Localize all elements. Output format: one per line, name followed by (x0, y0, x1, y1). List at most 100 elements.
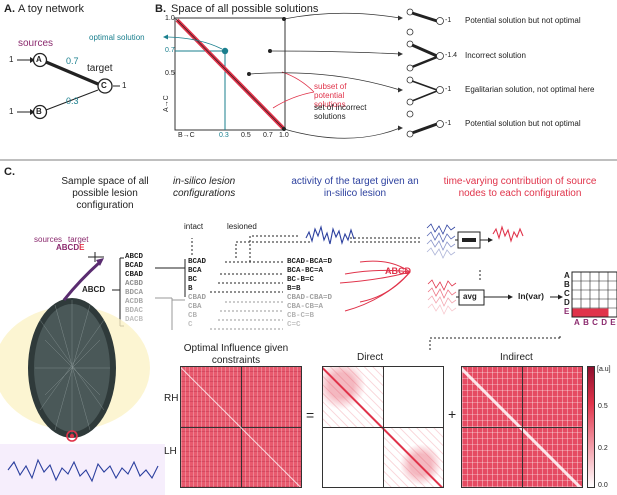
colorbar-tick-3: 0.0 (598, 482, 608, 489)
grid-row-labels: A B C D E (564, 271, 570, 316)
colorbar-tick-2: 0.2 (598, 445, 608, 452)
node-c (97, 78, 113, 94)
target-activity-trace (305, 224, 355, 245)
difference-item: CB-C=B (287, 312, 315, 320)
lesion-config-item: B (188, 285, 193, 293)
permutation-item: ABCD (125, 253, 144, 261)
y-axis-label: A→C (163, 95, 170, 112)
x-axis-label: B→C (178, 132, 195, 139)
option-network-2 (406, 40, 444, 72)
panel-a-letter: A. (4, 3, 15, 15)
permutation-item: ACBD (125, 280, 144, 288)
lh-label: LH (164, 446, 177, 457)
brain-network (0, 298, 150, 442)
node-a-label: A (36, 55, 42, 64)
difference-item: C=C (287, 321, 301, 329)
node-b-label: B (36, 107, 42, 116)
option-network-4 (406, 110, 444, 138)
node-a (32, 52, 48, 68)
panel-c-letter: C. (4, 166, 15, 178)
target-header-label: target (68, 235, 89, 244)
option-network-3 (406, 76, 444, 106)
incorrect-set-label: set of incorrect solutions (314, 103, 367, 121)
lesion-config-item: CB (188, 312, 198, 320)
lesion-tree (88, 235, 561, 350)
y-tick-2: 0.7 (165, 47, 175, 54)
colorbar-tick-1: 0.5 (598, 403, 608, 410)
colorbar (587, 366, 595, 488)
permutation-item: BDCA (125, 289, 144, 297)
toy-network (17, 52, 120, 120)
insilico-label: in-silico lesion configurations (173, 176, 236, 199)
y-tick-3: 0.5 (165, 70, 175, 77)
sample-space-label: Sample space of all possible lesion conf… (61, 176, 149, 211)
option-network-1 (406, 8, 444, 36)
brain-activity-trace (7, 458, 159, 483)
lesion-config-item: CBA (188, 303, 202, 311)
sources-header-label: sources (34, 235, 63, 244)
permutation-item: DACB (125, 316, 144, 324)
target-label: target (87, 63, 113, 74)
difference-list: BCAD-BCA=D BCA-BC=A BC-B=C B=B CBAD-CBA=… (287, 258, 332, 330)
sources-label: sources (18, 38, 54, 49)
option-2-value: -1.4 (445, 52, 458, 59)
permutation-list: ABCD BCAD CBAD ACBD BDCA ACDB BDAC DACB (125, 253, 143, 325)
stacked-contribution-traces (427, 279, 457, 315)
lesioned-label: lesioned (227, 222, 257, 231)
permutation-item: ACDB (125, 298, 144, 306)
stacked-activity-traces (426, 223, 456, 259)
intact-label: intact (184, 222, 204, 231)
permutation-item: BCAD (125, 262, 144, 270)
brain-arrow (62, 260, 102, 301)
lesion-config-list: BCAD BCA BC B CBAD CBA CB C (188, 258, 206, 330)
option-4-text: Potential solution but not optimal (465, 119, 581, 128)
node-b (32, 104, 48, 120)
abcd-label: ABCD (385, 266, 411, 276)
lesion-config-item: BCA (188, 267, 202, 275)
plus-sign: + (448, 406, 457, 422)
panel-b-title: Space of all possible solutions (171, 3, 319, 15)
x-tick-3: 0.7 (263, 132, 273, 139)
option-3-text: Egalitarian solution, not optimal here (465, 85, 595, 94)
input-b-label: 1 (9, 107, 14, 116)
difference-item: CBAD-CBA=D (287, 294, 333, 302)
optimal-solution-label: optimal solution (89, 33, 145, 42)
optimal-influence-matrix (180, 366, 302, 488)
influence-grid (571, 271, 617, 318)
optimal-influence-label: Optimal Influence given constraints (183, 343, 289, 366)
solution-plot (163, 12, 403, 139)
colorbar-unit: [a.u] (597, 366, 611, 373)
indirect-label: Indirect (500, 352, 533, 363)
difference-item: CBA-CB=A (287, 303, 324, 311)
difference-item: BC-B=C (287, 276, 315, 284)
x-tick-1: 0.3 (219, 132, 229, 139)
grid-col-labels: ABCDE (574, 318, 617, 327)
indirect-matrix (461, 366, 583, 488)
activity-label: activity of the target given an in-silic… (291, 176, 419, 199)
direct-label: Direct (357, 352, 384, 363)
permutation-item: CBAD (125, 271, 144, 279)
input-a-label: 1 (9, 55, 14, 64)
option-1-value: -1 (445, 17, 452, 24)
equals-sign: = (306, 407, 315, 423)
panel-b-letter: B. (155, 3, 166, 15)
difference-item: BCA-BC=A (287, 267, 324, 275)
permutation-item: BDAC (125, 307, 144, 315)
difference-arrows (339, 260, 411, 312)
y-tick-1: 1.0 (165, 15, 175, 22)
x-tick-2: 0.5 (241, 132, 251, 139)
lesion-config-item: CBAD (188, 294, 207, 302)
lnvar-label: ln(var) (518, 291, 544, 301)
direct-matrix (322, 366, 444, 488)
node-c-label: C (101, 81, 107, 90)
optimal-point (221, 47, 229, 55)
panel-a-title: A toy network (18, 3, 85, 15)
lesion-config-item: BCAD (188, 258, 207, 266)
rh-label: RH (164, 393, 179, 404)
output-c-label: 1 (122, 81, 127, 90)
weight-ac-label: 0.7 (66, 56, 79, 66)
subset-label: subset of potential solutions (314, 82, 347, 109)
difference-item: BCAD-BCA=D (287, 258, 333, 266)
avg-label: avg (463, 292, 477, 301)
